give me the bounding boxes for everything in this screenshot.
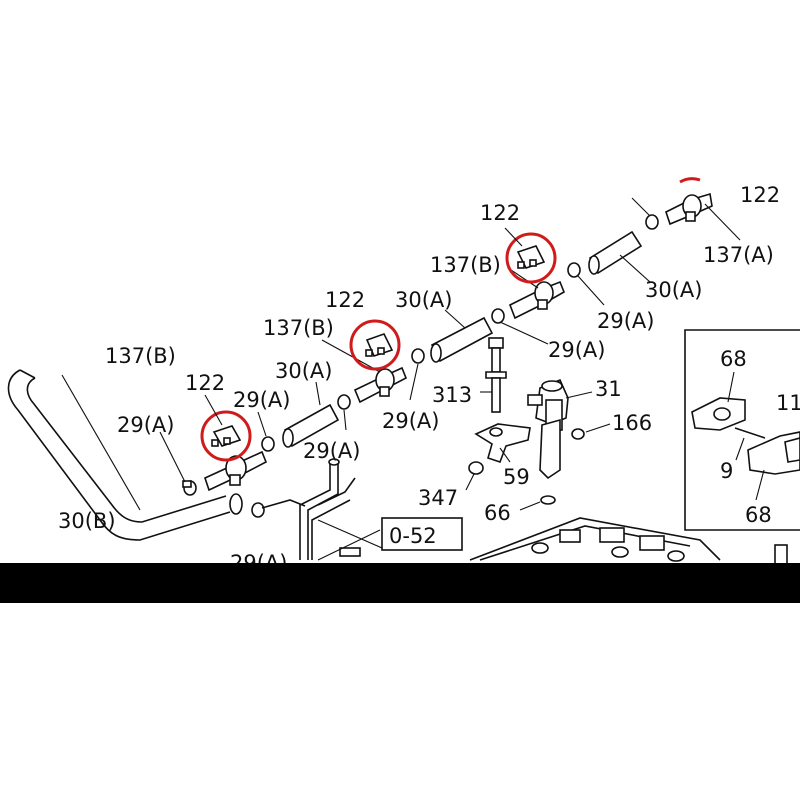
- leader-29a-6: [577, 275, 605, 306]
- leader-137b-mid: [321, 339, 381, 373]
- label-9: 9: [720, 459, 733, 483]
- leader-30a-2: [444, 309, 466, 329]
- leader-29a-2: [257, 411, 267, 437]
- bracket-59: [474, 423, 531, 464]
- label-137b-left: 137(B): [105, 344, 176, 368]
- connector-137a: [665, 192, 713, 226]
- label-166: 166: [612, 411, 652, 435]
- label-68-top: 68: [720, 347, 747, 371]
- label-347: 347: [418, 486, 458, 510]
- leader-137b-top: [507, 267, 539, 289]
- leader-30a-1: [315, 381, 321, 406]
- hose-30a-3: [588, 230, 643, 275]
- leader-29a-3: [343, 409, 347, 431]
- clamp-29a-2: [261, 436, 275, 452]
- leader-137a: [704, 203, 741, 241]
- leader-68-bottom: [755, 469, 765, 501]
- black-bar: [0, 563, 800, 603]
- label-66: 66: [484, 501, 511, 525]
- label-29a-3: 29(A): [303, 439, 360, 463]
- label-29a-4: 29(A): [382, 409, 439, 433]
- label-30a-3: 30(A): [645, 278, 702, 302]
- connector-137b-left: [204, 450, 268, 492]
- label-122-left: 122: [185, 371, 225, 395]
- highlight-122-top: [505, 232, 557, 284]
- leader-68-top: [727, 371, 735, 403]
- o-ring-166: [571, 428, 585, 440]
- leader-166: [585, 423, 611, 433]
- label-11-partial: 11: [776, 391, 800, 415]
- clip-122-mid: [365, 333, 394, 357]
- leader-29a-5: [499, 321, 549, 345]
- label-59: 59: [503, 465, 530, 489]
- bolt-313: [485, 337, 507, 413]
- highlight-122-mid: [349, 319, 401, 371]
- leader-top-right: [631, 197, 651, 217]
- hose-30a-1: [282, 403, 340, 448]
- leader-29a-1: [159, 431, 186, 483]
- connector-137b-mid: [353, 366, 408, 404]
- label-30a-1: 30(A): [275, 359, 332, 383]
- hose-30a-2: [430, 316, 494, 363]
- ref-box-0-52: [381, 517, 463, 551]
- leader-0-52: [317, 519, 383, 549]
- label-30a-2: 30(A): [395, 288, 452, 312]
- connector-137b-top: [508, 280, 566, 320]
- leader-122-left: [204, 394, 223, 426]
- label-122-right: 122: [740, 183, 780, 207]
- hose-30b: [7, 369, 243, 541]
- label-0-52: 0-52: [389, 524, 437, 548]
- clamp-29a-4: [411, 348, 425, 364]
- label-31: 31: [595, 377, 622, 401]
- return-pipe: [251, 458, 361, 560]
- leader-66: [519, 501, 541, 511]
- label-137a: 137(A): [703, 243, 774, 267]
- leader-9: [735, 437, 745, 461]
- clamp-29a-3: [337, 394, 351, 410]
- label-137b-mid: 137(B): [263, 316, 334, 340]
- leader-31: [565, 391, 593, 399]
- leader-30a-3: [619, 254, 651, 283]
- label-122-top: 122: [480, 201, 520, 225]
- highlight-partial-top-right: [679, 177, 701, 184]
- clip-122-top: [516, 245, 546, 269]
- injector-31: [527, 378, 569, 480]
- label-29a-6: 29(A): [597, 309, 654, 333]
- label-30b: 30(B): [58, 509, 116, 533]
- label-137b-top: 137(B): [430, 253, 501, 277]
- label-29a-2: 29(A): [233, 388, 290, 412]
- label-313: 313: [432, 383, 472, 407]
- label-29a-1: 29(A): [117, 413, 174, 437]
- highlight-122-left: [200, 410, 252, 462]
- clamp-29a-1: [182, 480, 197, 496]
- clip-122-left: [211, 425, 242, 447]
- leader-0-52-b: [317, 529, 381, 561]
- clamp-29a-6: [567, 262, 581, 278]
- label-29a-5: 29(A): [548, 338, 605, 362]
- clamp-top-right: [645, 214, 659, 230]
- leader-29a-4: [409, 363, 419, 401]
- cylinder-head: [469, 517, 788, 566]
- label-122-mid: 122: [325, 288, 365, 312]
- leader-347: [465, 473, 475, 491]
- leader-59: [499, 447, 511, 463]
- label-68-bottom: 68: [745, 503, 772, 527]
- washer-66: [540, 495, 556, 505]
- inset-frame: [684, 329, 800, 531]
- leader-122-top: [504, 227, 523, 247]
- clamp-29a-5: [491, 308, 505, 324]
- nut-347: [468, 461, 484, 475]
- leader-137b-left: [61, 374, 141, 511]
